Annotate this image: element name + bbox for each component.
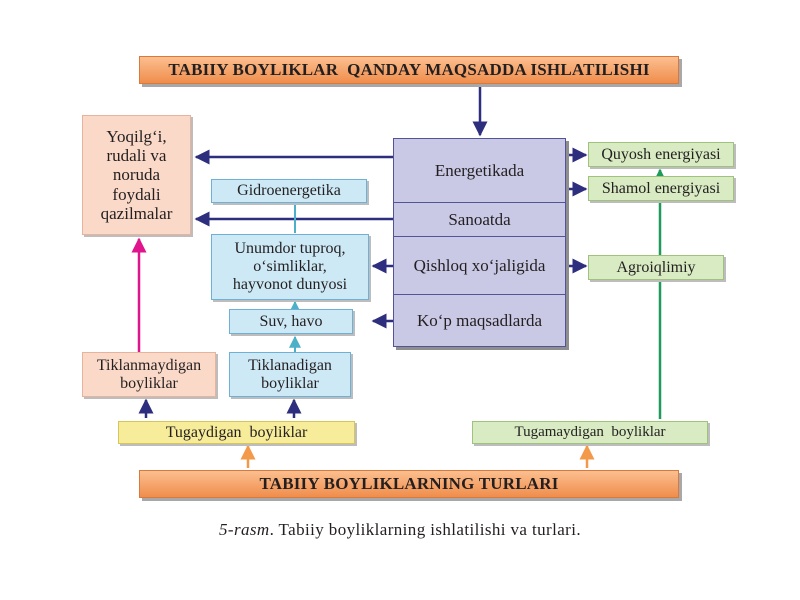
solar-label: Quyosh energiyasi [601,145,721,163]
fuel-line-2: rudali va [106,146,167,166]
usage-industry-label: Sanoatda [448,209,511,229]
types-banner: TABIIY BOYLIKLARNING TURLARI [139,470,679,498]
title-banner: TABIIY BOYLIKLAR QANDAY MAQSADDA ISHLATI… [139,56,679,84]
fuel-line-1: Yoqilg‘i, [106,127,167,147]
exhaustible-label: Tugaydigan boyliklar [165,423,308,441]
figure-caption: 5-rasm. Tabiiy boyliklarning ishlatilish… [0,520,800,540]
renewable-line-2: boyliklar [261,374,319,392]
usage-agriculture-label: Qishloq xo‘jaligida [413,255,546,275]
fuel-line-3: noruda [112,165,161,185]
hydro-label: Gidroenergetika [237,182,341,200]
renewable-box: Tiklanadigan boyliklar [229,352,351,397]
usage-multi: Ko‘p maqsadlarda [394,295,565,346]
figure-number: 5-rasm [218,520,270,539]
renewable-line-1: Tiklanadigan [248,356,332,374]
nonrenewable-line-1: Tiklanmaydigan [96,356,202,374]
fuel-line-4: foydali [112,184,161,204]
wind-label: Shamol energiyasi [601,179,721,197]
nonrenewable-box: Tiklanmaydigan boyliklar [82,352,216,397]
caption-text: . Tabiiy boyliklarning ishlatilishi va t… [269,520,582,539]
exhaustible-box: Tugaydigan boyliklar [118,421,355,444]
wind-box: Shamol energiyasi [588,176,734,201]
solar-box: Quyosh energiyasi [588,142,734,167]
hydro-box: Gidroenergetika [211,179,367,203]
usage-agriculture: Qishloq xo‘jaligida [394,237,565,295]
soil-line-1: Unumdor tuproq, [234,240,346,258]
usage-energy: Energetikada [394,139,565,203]
inexhaustible-label: Tugamaydigan boyliklar [514,424,666,441]
types-banner-text: TABIIY BOYLIKLARNING TURLARI [259,474,559,494]
soil-flora-fauna-box: Unumdor tuproq, o‘simliklar, hayvonot du… [211,234,369,300]
usage-energy-label: Energetikada [434,160,525,180]
usage-block: Energetikada Sanoatda Qishloq xo‘jaligid… [393,138,566,347]
title-text: TABIIY BOYLIKLAR QANDAY MAQSADDA ISHLATI… [168,60,650,80]
usage-multi-label: Ko‘p maqsadlarda [416,310,543,330]
inexhaustible-box: Tugamaydigan boyliklar [472,421,708,444]
soil-line-3: hayvonot dunyosi [232,275,348,293]
soil-line-2: o‘simliklar, [253,258,327,276]
fuel-minerals-box: Yoqilg‘i, rudali va noruda foydali qazil… [82,115,191,235]
agroclimate-box: Agroiqlimiy [588,255,724,280]
water-air-box: Suv, havo [229,309,353,334]
fuel-line-5: qazilmalar [100,203,173,223]
nonrenewable-line-2: boyliklar [120,374,178,392]
usage-industry: Sanoatda [394,203,565,237]
agroclimate-label: Agroiqlimiy [616,258,696,276]
water-label: Suv, havo [259,312,323,330]
